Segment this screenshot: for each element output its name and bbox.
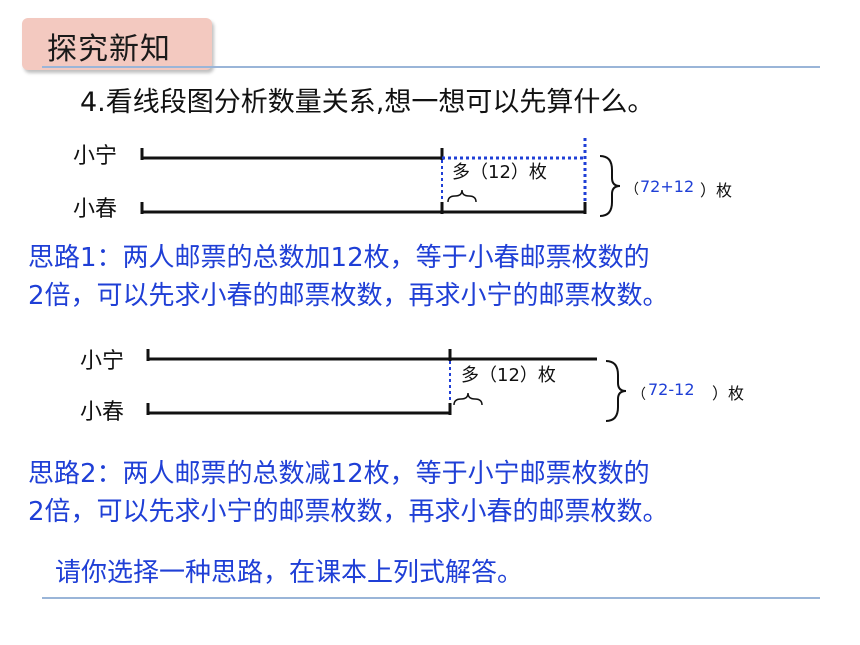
section-title: 探究新知	[47, 32, 171, 67]
bottom-divider	[42, 597, 820, 599]
line-segment-diagram-1: 小宁 小春 多（12）枚 （ 72+12 ）枚	[73, 138, 732, 222]
total-close-2: ）枚	[712, 384, 744, 403]
idea-1-line-2: 2倍，可以先求小春的邮票枚数，再求小宁的邮票枚数。	[28, 281, 669, 311]
label-xiaochun: 小春	[73, 197, 117, 222]
top-divider	[42, 66, 820, 68]
total-brace	[599, 155, 621, 217]
task-prompt: 请你选择一种思路，在课本上列式解答。	[55, 558, 524, 588]
total-open-2: （	[632, 387, 646, 403]
difference-label-2: 多（12）枚	[461, 365, 556, 386]
difference-brace	[447, 189, 477, 203]
idea-2-line-1: 思路2：两人邮票的总数减12枚，等于小宁邮票枚数的	[28, 459, 650, 489]
total-close: ）枚	[700, 181, 732, 200]
question-text: 4.看线段图分析数量关系,想一想可以先算什么。	[80, 87, 655, 118]
total-brace-2	[605, 360, 627, 422]
idea-2-line-2: 2倍，可以先求小宁的邮票枚数，再求小春的邮票枚数。	[28, 497, 669, 527]
idea-2: 思路2：两人邮票的总数减12枚，等于小宁邮票枚数的 2倍，可以先求小宁的邮票枚数…	[28, 455, 848, 531]
section-badge	[22, 18, 212, 70]
difference-label: 多（12）枚	[452, 162, 547, 183]
total-open: （	[625, 182, 639, 198]
total-value-2: 72-12	[648, 380, 695, 399]
difference-brace-2	[453, 392, 483, 406]
label-xiaoning-2: 小宁	[80, 349, 124, 374]
total-value: 72+12	[640, 177, 694, 196]
idea-1-line-1: 思路1：两人邮票的总数加12枚，等于小春邮票枚数的	[28, 243, 650, 273]
idea-1: 思路1：两人邮票的总数加12枚，等于小春邮票枚数的 2倍，可以先求小春的邮票枚数…	[28, 239, 848, 315]
label-xiaoning: 小宁	[73, 144, 117, 169]
line-segment-diagram-2: 小宁 小春 多（12）枚 （ 72-12 ）枚	[80, 349, 744, 425]
label-xiaochun-2: 小春	[80, 400, 124, 425]
